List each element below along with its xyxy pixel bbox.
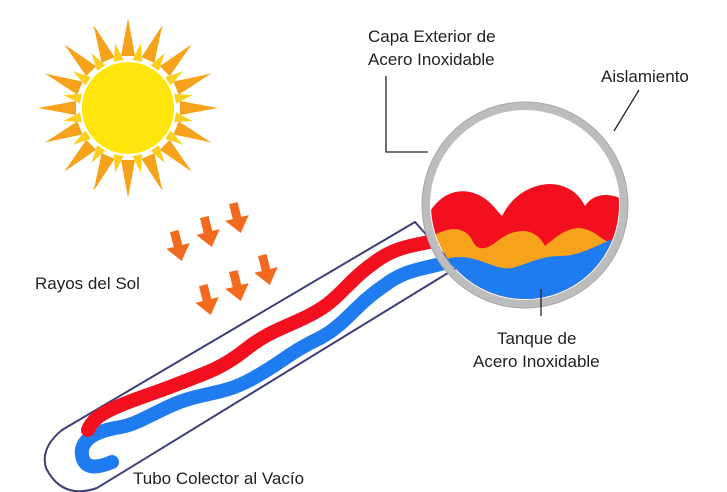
- sun-core: [82, 62, 174, 154]
- ray-arrow: [221, 200, 253, 236]
- sun-inner-rays: [63, 43, 193, 173]
- cold-pipe: [74, 251, 456, 474]
- sun-rays-label: Rayos del Sol: [35, 274, 140, 293]
- ray-arrow: [250, 252, 282, 288]
- sun: [38, 18, 218, 198]
- outer-layer-label-line1: Capa Exterior de: [368, 27, 496, 46]
- tank-label-line2: Acero Inoxidable: [473, 352, 600, 371]
- hot-pipe: [81, 231, 452, 437]
- sun-rays: [38, 18, 218, 198]
- outer-steel-edge: [421, 101, 629, 309]
- vacuum-tube: [43, 220, 458, 492]
- tank: [421, 101, 629, 309]
- ray-arrow: [162, 228, 194, 264]
- ray-arrow: [192, 214, 224, 250]
- vacuum-tube-label: Tubo Colector al Vacío: [133, 469, 304, 488]
- vacuum-tube-body: [43, 220, 458, 492]
- sun-ray-arrows: [162, 200, 282, 318]
- insulation-ring: [422, 102, 628, 308]
- outer-layer-label-line2: Acero Inoxidable: [368, 50, 495, 69]
- leader-lines: [385, 76, 640, 316]
- insulation-label: Aislamiento: [601, 67, 689, 86]
- insulation-leader: [613, 89, 640, 132]
- tank-label-line1: Tanque de: [497, 329, 576, 348]
- ray-arrow: [191, 282, 223, 318]
- ray-arrow: [221, 268, 253, 304]
- outer-layer-leader: [385, 76, 428, 153]
